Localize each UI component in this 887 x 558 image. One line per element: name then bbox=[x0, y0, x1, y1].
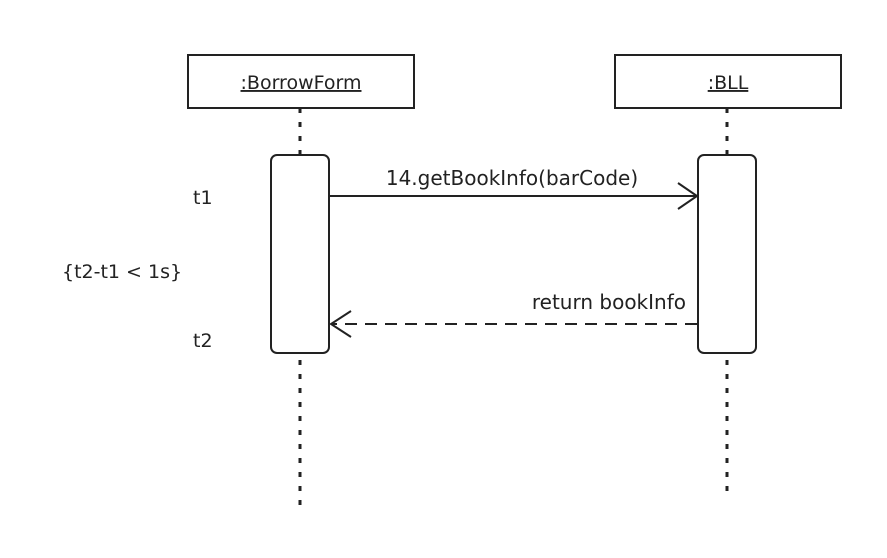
lifeline-borrowform-box[interactable] bbox=[187, 54, 415, 109]
time-mark-t2: t2 bbox=[193, 330, 213, 352]
activation-bar-borrowform bbox=[270, 154, 330, 354]
message-return-book-info-label: return bookInfo bbox=[532, 290, 686, 314]
activation-bar-bll bbox=[697, 154, 757, 354]
message-get-book-info: 14.getBookInfo(barCode) bbox=[329, 166, 699, 210]
lifeline-bll-label: :BLL bbox=[708, 72, 749, 94]
lifeline-borrowform-label: :BorrowForm bbox=[241, 72, 362, 94]
message-get-book-info-label: 14.getBookInfo(barCode) bbox=[386, 166, 638, 190]
lifeline-bll-box[interactable] bbox=[614, 54, 842, 109]
open-arrowhead-icon bbox=[677, 182, 699, 210]
lifeline-borrowform: :BorrowForm bbox=[187, 54, 415, 510]
time-mark-t1: t1 bbox=[193, 187, 213, 209]
duration-constraint: {t2-t1 < 1s} bbox=[62, 261, 182, 283]
lifeline-bll: :BLL bbox=[614, 54, 842, 498]
open-arrowhead-icon bbox=[329, 310, 352, 338]
message-return-book-info: return bookInfo bbox=[329, 290, 697, 338]
